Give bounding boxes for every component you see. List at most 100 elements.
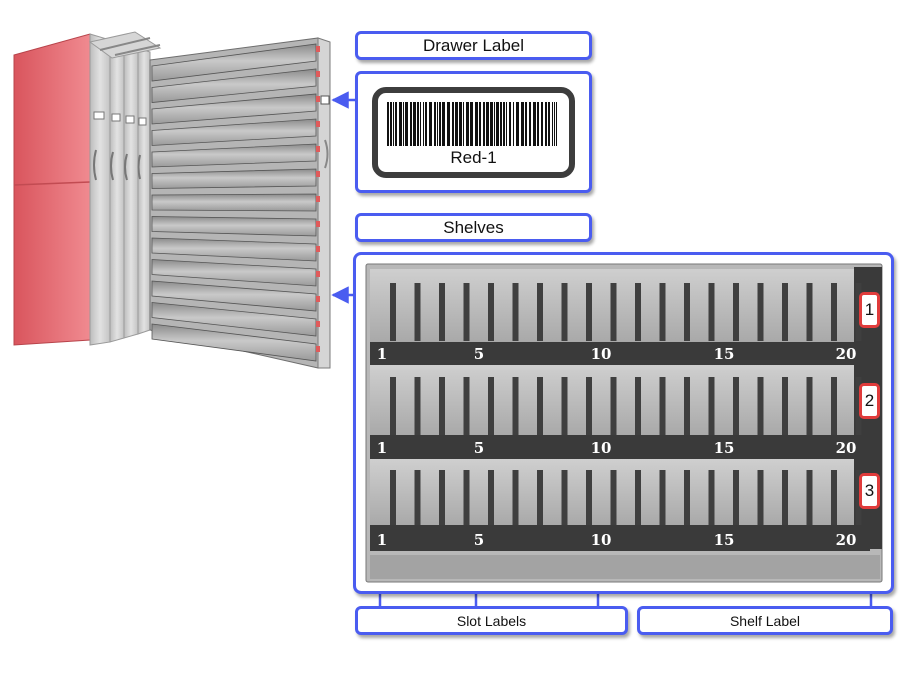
- drawer-front-marker: [316, 246, 320, 252]
- shelf-slot-divider: [414, 470, 421, 525]
- barcode-label: Red-1: [372, 86, 575, 178]
- shelves-text: Shelves: [443, 217, 504, 237]
- drawer-front-marker: [316, 71, 320, 77]
- slot-number-band: [370, 435, 870, 459]
- shelf-slot-divider: [586, 377, 592, 435]
- slot-number-label: 1: [377, 345, 387, 363]
- slot-number-label: 1: [377, 439, 387, 457]
- slot-number-band: [370, 342, 870, 365]
- slot-number-label: 10: [591, 531, 612, 549]
- drawer-label-text: Drawer Label: [422, 35, 525, 55]
- slot-labels-callout: Slot Labels: [355, 606, 628, 635]
- shelf-slot-divider: [659, 377, 666, 435]
- shelf-number-text: 1: [864, 300, 875, 319]
- shelf-slot-divider: [635, 470, 641, 525]
- drawer-label-callout: Drawer Label: [355, 31, 592, 60]
- drawer-front-marker: [316, 96, 320, 102]
- drawer-shelf-slat: [151, 43, 317, 82]
- drawer-shelf-slat: [151, 93, 317, 125]
- shelf-slot-divider: [659, 283, 666, 341]
- drawer-shelf-slat: [151, 168, 317, 189]
- slot-number-label: 20: [836, 531, 857, 549]
- slot-number-label: 5: [474, 531, 484, 549]
- slot-number-label: 20: [836, 439, 857, 457]
- drawer-shelf-slat: [151, 259, 317, 287]
- slot-number-label: 15: [714, 345, 735, 363]
- shelf-slot-divider: [684, 377, 690, 435]
- drawer-shelf-slat: [151, 280, 317, 312]
- barcode-icon: [387, 101, 557, 146]
- drawer-shelf-slat: [151, 143, 317, 168]
- shelf-slot-divider: [390, 283, 396, 341]
- shelf-slot-divider: [659, 470, 666, 525]
- shelf-slot-divider: [806, 377, 813, 435]
- shelf-slot-divider: [561, 470, 568, 525]
- drawer-front-marker: [316, 321, 320, 327]
- slot-number-label: 1: [377, 531, 387, 549]
- shelf-number-badge: 1: [859, 292, 880, 328]
- slot-number-label: 5: [474, 345, 484, 363]
- drawer-front-marker: [316, 121, 320, 127]
- drawer-shelf-slat: [151, 118, 317, 146]
- shelf-slot-divider: [537, 377, 543, 435]
- drawer-shelf-slat: [151, 68, 317, 103]
- shelf-slot-divider: [488, 283, 494, 341]
- shelf-slot-divider: [782, 377, 788, 435]
- shelf-slot-divider: [586, 283, 592, 341]
- shelf-slot-divider: [512, 377, 519, 435]
- shelf-slot-divider: [463, 470, 470, 525]
- shelf-label-text: Shelf Label: [729, 612, 801, 629]
- shelf-slot-divider: [782, 470, 788, 525]
- slot-number-label: 10: [591, 439, 612, 457]
- drawer-shelves-side-view: [151, 43, 317, 362]
- slot-number-label: 15: [714, 531, 735, 549]
- shelf-slot-divider: [757, 377, 764, 435]
- cabinet-illustration: [13, 31, 331, 369]
- shelf-slot-divider: [586, 470, 592, 525]
- drawer-front-marker: [316, 296, 320, 302]
- slot-number-label: 15: [714, 439, 735, 457]
- shelf-slot-divider: [390, 470, 396, 525]
- drawer-shelf-slat: [151, 302, 317, 337]
- shelf-slot-divider: [782, 283, 788, 341]
- drawer-front-marker: [316, 146, 320, 152]
- shelf-slot-divider: [488, 470, 494, 525]
- shelf-slot-divider: [610, 377, 617, 435]
- shelf-slot-divider: [733, 283, 739, 341]
- shelf-slot-divider: [684, 283, 690, 341]
- shelf-slot-divider: [512, 283, 519, 341]
- shelf-slot-divider: [414, 283, 421, 341]
- shelf-slot-divider: [855, 377, 862, 435]
- shelf-number-badge: 3: [859, 473, 880, 509]
- shelf-slot-divider: [708, 377, 715, 435]
- barcode-text: Red-1: [450, 147, 497, 167]
- shelf-slot-divider: [806, 470, 813, 525]
- shelf-slot-divider: [806, 283, 813, 341]
- slot-number-label: 5: [474, 439, 484, 457]
- drawer-front-marker: [316, 221, 320, 227]
- shelf-label-callout: Shelf Label: [637, 606, 893, 635]
- shelf-slot-divider: [537, 283, 543, 341]
- shelf-slot-divider: [561, 283, 568, 341]
- drawer-front-marker: [316, 171, 320, 177]
- slot-labels-text: Slot Labels: [456, 612, 527, 629]
- shelf-slot-divider: [439, 283, 445, 341]
- shelf-slot-divider: [831, 283, 837, 341]
- drawer-shelf-slat: [151, 237, 317, 262]
- shelf-slot-divider: [512, 470, 519, 525]
- shelf-slot-divider: [610, 470, 617, 525]
- drawer-shelf-slat: [151, 323, 317, 362]
- shelves-callout: Shelves: [355, 213, 592, 242]
- shelf-slot-divider: [463, 377, 470, 435]
- drawer-front-marker: [316, 271, 320, 277]
- barcode-callout: Red-1: [355, 71, 592, 193]
- slot-number-label: 10: [591, 345, 612, 363]
- shelf-slot-divider: [390, 377, 396, 435]
- shelf-slot-divider: [635, 377, 641, 435]
- drawer-front-marker: [316, 346, 320, 352]
- shelf-slot-divider: [733, 377, 739, 435]
- shelf-slot-divider: [414, 377, 421, 435]
